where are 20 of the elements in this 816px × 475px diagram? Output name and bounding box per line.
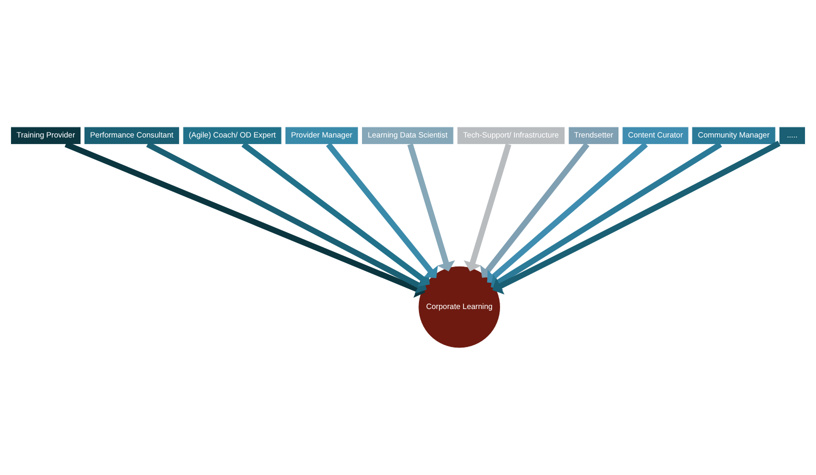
- arrow: [480, 142, 590, 278]
- node-box: Learning Data Scientist: [362, 126, 454, 145]
- node-box: Content Curator: [622, 126, 689, 145]
- arrow: [407, 143, 455, 272]
- arrow: [487, 142, 648, 284]
- node-box: Tech-Support/ Infrastructure: [456, 126, 566, 145]
- node-box: .....: [778, 126, 806, 145]
- arrow: [492, 140, 780, 294]
- arrow: [490, 142, 722, 290]
- node-box: Trendsetter: [568, 126, 619, 145]
- node-box: (Agile) Coach/ OD Expert: [182, 126, 282, 145]
- arrow: [146, 142, 427, 294]
- arrow: [464, 143, 512, 272]
- node-box: Provider Manager: [284, 126, 358, 145]
- arrow: [241, 142, 430, 287]
- arrow: [64, 142, 426, 298]
- node-box: Community Manager: [692, 126, 776, 145]
- node-box: Training Provider: [10, 126, 82, 145]
- arrow: [326, 142, 438, 278]
- node-box: Performance Consultant: [84, 126, 180, 145]
